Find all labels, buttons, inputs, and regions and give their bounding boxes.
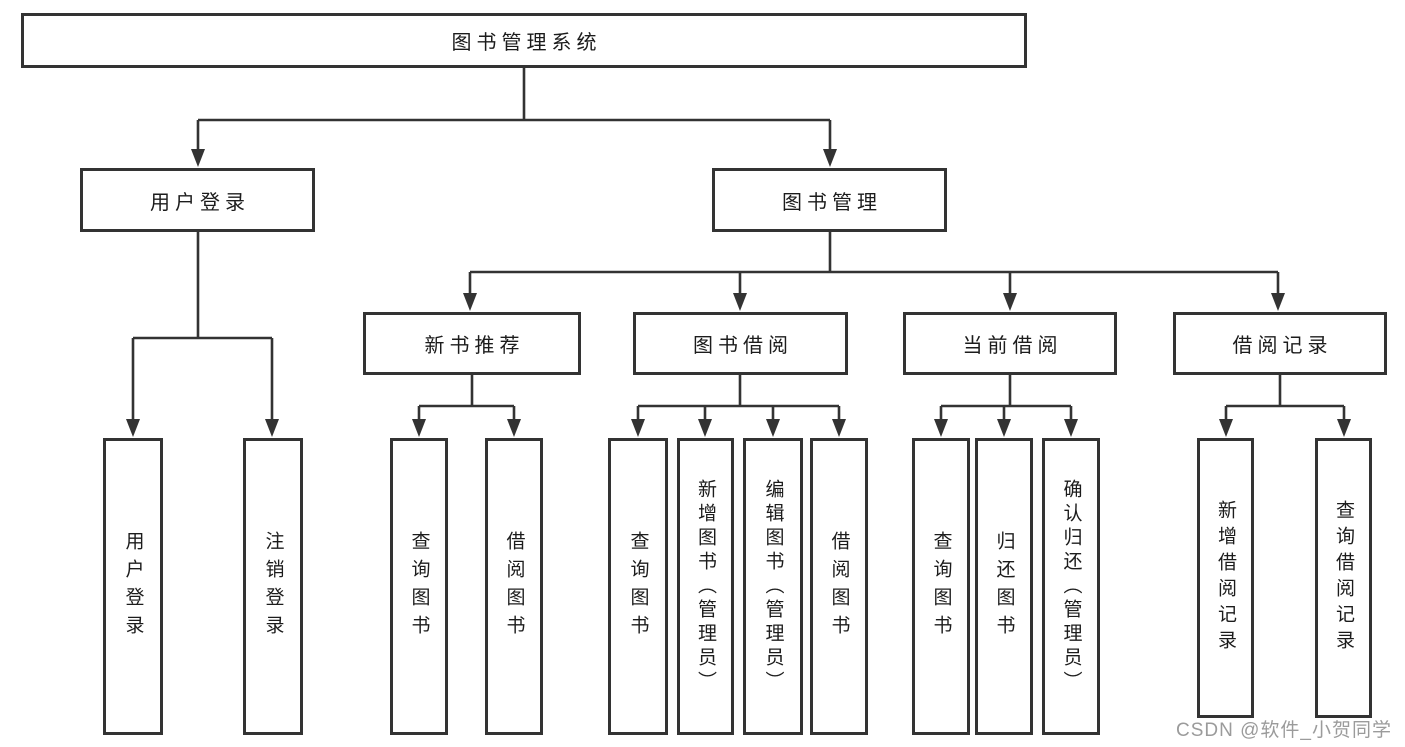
leaf-borrow-books-recommend: 借阅图书 <box>485 438 543 735</box>
leaf-borrow-books-borrowing: 借阅图书 <box>810 438 868 735</box>
leaf-add-books-admin: 新增图书（管理员） <box>677 438 734 735</box>
node-root-library-management-system: 图书管理系统 <box>21 13 1027 68</box>
node-book-borrowing: 图书借阅 <box>633 312 848 375</box>
leaf-query-books-borrowing: 查询图书 <box>608 438 668 735</box>
node-current-borrowing: 当前借阅 <box>903 312 1117 375</box>
leaf-user-login: 用户登录 <box>103 438 163 735</box>
node-book-management-branch: 图书管理 <box>712 168 947 232</box>
leaf-confirm-return-admin: 确认归还（管理员） <box>1042 438 1100 735</box>
leaf-return-books: 归还图书 <box>975 438 1033 735</box>
csdn-watermark: CSDN @软件_小贺同学 <box>1176 720 1392 741</box>
leaf-query-borrowing-record: 查询借阅记录 <box>1315 438 1372 718</box>
leaf-logout: 注销登录 <box>243 438 303 735</box>
leaf-edit-books-admin: 编辑图书（管理员） <box>743 438 803 735</box>
node-user-login-branch: 用户登录 <box>80 168 315 232</box>
node-borrowing-records: 借阅记录 <box>1173 312 1387 375</box>
leaf-add-borrowing-record: 新增借阅记录 <box>1197 438 1254 718</box>
leaf-query-books-current: 查询图书 <box>912 438 970 735</box>
node-new-book-recommendation: 新书推荐 <box>363 312 581 375</box>
leaf-query-books-recommend: 查询图书 <box>390 438 448 735</box>
